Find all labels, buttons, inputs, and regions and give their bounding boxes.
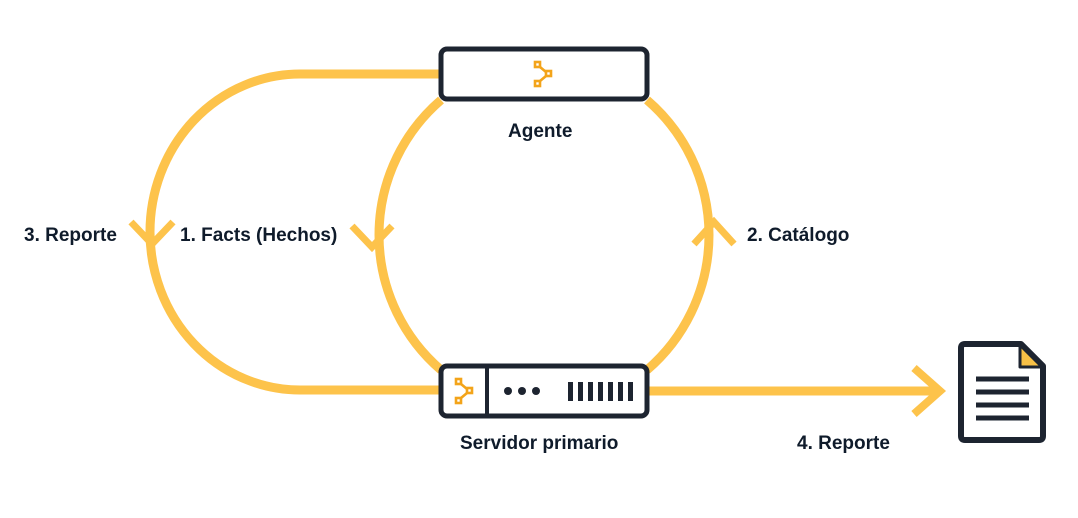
report-loop-arrowhead [128, 219, 176, 250]
drive-bays-icon [568, 382, 633, 401]
server-label: Servidor primario [460, 433, 619, 454]
document-icon [958, 341, 1046, 443]
agent-node [438, 46, 650, 102]
catalog-label: 2. Catálogo [747, 225, 850, 246]
server-node [438, 363, 650, 419]
agent-label: Agente [508, 121, 573, 142]
report-loop-label: 3. Reporte [24, 225, 117, 246]
report-out-arrowhead [911, 365, 947, 417]
report-loop-arc [145, 69, 440, 395]
facts-arc [374, 96, 444, 374]
puppet-logo-icon [533, 60, 553, 88]
status-dots-icon [504, 387, 540, 395]
facts-arrowhead [349, 223, 395, 253]
puppet-logo-icon [454, 377, 474, 405]
catalog-arc [644, 96, 714, 374]
facts-label: 1. Facts (Hechos) [180, 225, 338, 246]
report-out-label: 4. Reporte [797, 433, 890, 454]
catalog-arrowhead [691, 216, 737, 247]
